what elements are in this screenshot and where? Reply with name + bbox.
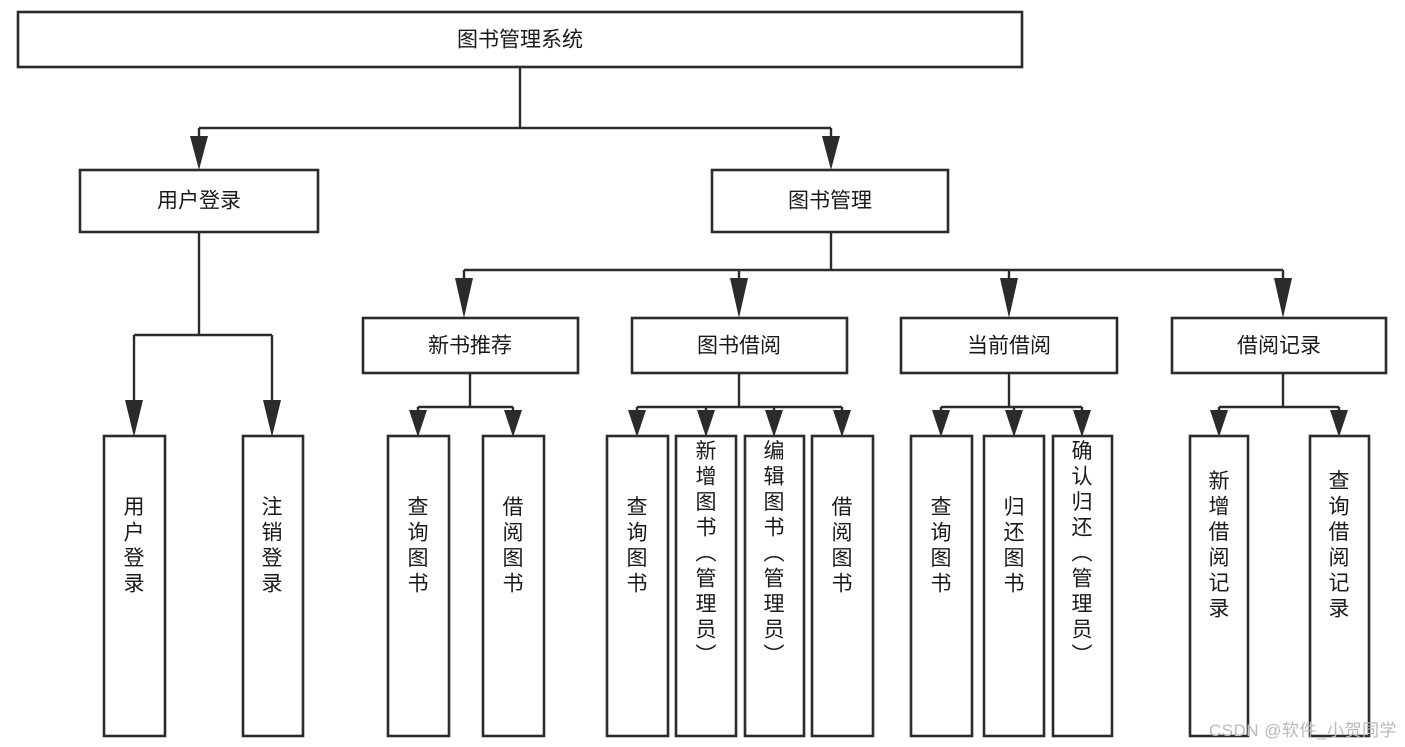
leaf-add-borrow-record-label: 新增借阅记录 — [1209, 470, 1230, 621]
node-user-login[interactable]: 用户登录 — [78, 168, 320, 234]
node-layer: 图书管理系统 用户登录 图书管理 新书推荐 图书借阅 当前 — [16, 10, 1388, 738]
leaf-query-book-newbook-rect[interactable] — [386, 434, 451, 738]
leaf-add-borrow-record[interactable]: 新增借阅记录 — [1188, 434, 1250, 738]
node-user-login-rect[interactable] — [78, 168, 320, 234]
node-borrow-record-rect[interactable] — [1170, 316, 1388, 375]
leaf-borrow-book-newbook-label: 借阅图书 — [503, 496, 524, 596]
leaf-add-borrow-record-rect[interactable] — [1188, 434, 1250, 738]
leaf-query-book-borrow-label: 查询图书 — [627, 496, 648, 596]
node-borrow-record[interactable]: 借阅记录 — [1170, 316, 1388, 375]
node-user-login-label: 用户登录 — [157, 190, 241, 213]
leaf-return-book[interactable]: 归还图书 — [982, 434, 1046, 738]
leaf-user-login-label: 用户登录 — [124, 496, 145, 596]
leaf-logout[interactable]: 注销登录 — [241, 434, 305, 738]
node-book-management-label: 图书管理 — [788, 190, 872, 213]
leaf-query-borrow-record[interactable]: 查询借阅记录 — [1308, 434, 1371, 738]
leaf-query-book-newbook[interactable]: 查询图书 — [386, 434, 451, 738]
leaf-return-book-rect[interactable] — [982, 434, 1046, 738]
leaf-logout-rect[interactable] — [241, 434, 305, 738]
node-root[interactable]: 图书管理系统 — [16, 10, 1024, 69]
arrowhead-record-leaf-2 — [1330, 410, 1348, 437]
leaf-return-book-label: 归还图书 — [1004, 496, 1025, 596]
leaf-edit-book-admin[interactable]: 编辑图书︵管理员︶ — [743, 434, 806, 738]
arrowhead-login-leaf-2 — [263, 400, 281, 437]
arrowhead-newbook-leaf-1 — [409, 410, 427, 437]
leaf-query-book-current[interactable]: 查询图书 — [909, 434, 974, 738]
leaf-user-login[interactable]: 用户登录 — [102, 434, 167, 738]
connector-layer — [125, 67, 1348, 437]
node-current-borrow-label: 当前借阅 — [967, 335, 1051, 358]
leaf-borrow-book-label: 借阅图书 — [832, 496, 853, 596]
leaf-user-login-rect[interactable] — [102, 434, 167, 738]
node-current-borrow[interactable]: 当前借阅 — [899, 316, 1119, 375]
leaf-confirm-return-admin-label: 确认归还︵管理员︶ — [1072, 440, 1093, 667]
arrowhead-to-current — [1000, 278, 1018, 318]
arrowhead-newbook-leaf-2 — [504, 410, 522, 437]
arrowhead-borrow-leaf-4 — [833, 410, 851, 437]
arrowhead-to-newbook — [455, 278, 473, 318]
node-book-borrow-rect[interactable] — [630, 316, 849, 375]
node-borrow-record-label: 借阅记录 — [1237, 335, 1321, 358]
csdn-watermark: CSDN @软件_小贺同学 — [1208, 721, 1397, 740]
arrowhead-borrow-leaf-1 — [628, 410, 646, 437]
node-current-borrow-rect[interactable] — [899, 316, 1119, 375]
arrowhead-current-leaf-1 — [932, 410, 950, 437]
leaf-confirm-return-admin-rect[interactable] — [1051, 434, 1114, 738]
node-book-management[interactable]: 图书管理 — [710, 168, 950, 234]
leaf-query-book-borrow[interactable]: 查询图书 — [605, 434, 670, 738]
leaf-add-book-admin-label: 新增图书︵管理员︶ — [696, 440, 717, 667]
leaf-add-book-admin-rect[interactable] — [674, 434, 738, 738]
arrowhead-borrow-leaf-3 — [765, 410, 783, 437]
node-new-book-recommend-rect[interactable] — [361, 316, 580, 375]
arrowhead-current-leaf-3 — [1073, 410, 1091, 437]
node-book-borrow-label: 图书借阅 — [697, 335, 781, 358]
leaf-query-borrow-record-rect[interactable] — [1308, 434, 1371, 738]
arrowhead-current-leaf-2 — [1005, 410, 1023, 437]
leaf-query-book-borrow-rect[interactable] — [605, 434, 670, 738]
leaf-edit-book-admin-label: 编辑图书︵管理员︶ — [764, 440, 785, 667]
arrowhead-to-record — [1274, 278, 1292, 318]
leaf-query-book-newbook-label: 查询图书 — [408, 496, 429, 596]
leaf-borrow-book-rect[interactable] — [810, 434, 875, 738]
node-book-borrow[interactable]: 图书借阅 — [630, 316, 849, 375]
node-new-book-recommend-label: 新书推荐 — [428, 335, 512, 358]
leaf-query-book-current-rect[interactable] — [909, 434, 974, 738]
arrowhead-root-to-bookmgmt — [822, 136, 840, 170]
arrowhead-record-leaf-1 — [1210, 410, 1228, 437]
node-root-rect[interactable] — [16, 10, 1024, 69]
leaf-confirm-return-admin[interactable]: 确认归还︵管理员︶ — [1051, 434, 1114, 738]
leaf-borrow-book[interactable]: 借阅图书 — [810, 434, 875, 738]
arrowhead-borrow-leaf-2 — [697, 410, 715, 437]
leaf-logout-label: 注销登录 — [262, 496, 283, 596]
leaf-borrow-book-newbook-rect[interactable] — [481, 434, 546, 738]
leaf-add-book-admin[interactable]: 新增图书︵管理员︶ — [674, 434, 738, 738]
node-root-label: 图书管理系统 — [457, 29, 583, 52]
arrowhead-to-borrow — [730, 278, 748, 318]
arrowhead-login-leaf-1 — [125, 400, 143, 437]
leaf-query-borrow-record-label: 查询借阅记录 — [1329, 470, 1350, 621]
leaf-query-book-current-label: 查询图书 — [931, 496, 952, 596]
leaf-edit-book-admin-rect[interactable] — [743, 434, 806, 738]
node-book-management-rect[interactable] — [710, 168, 950, 234]
arrowhead-root-to-login — [190, 136, 208, 170]
node-new-book-recommend[interactable]: 新书推荐 — [361, 316, 580, 375]
leaf-borrow-book-newbook[interactable]: 借阅图书 — [481, 434, 546, 738]
